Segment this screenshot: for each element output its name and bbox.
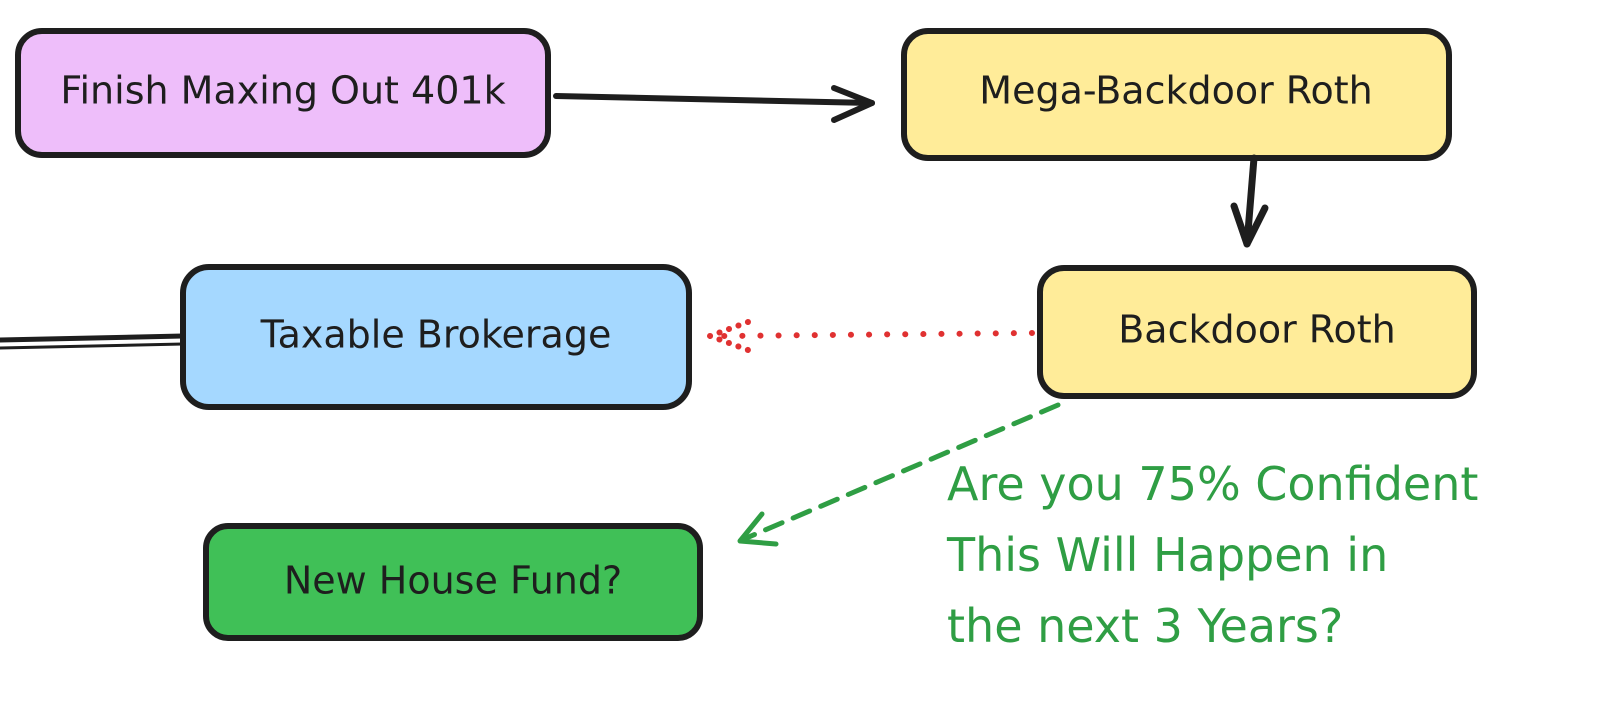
node-finish-401k[interactable]: Finish Maxing Out 401k [15,28,551,158]
dashed-arrow-backdoor-to-house-fund [737,402,1061,547]
node-label: Taxable Brokerage [260,313,612,357]
node-label: New House Fund? [284,559,622,603]
node-label: Finish Maxing Out 401k [60,69,505,113]
note-line-3: the next 3 Years? [947,599,1343,653]
dotted-arrow-backdoor-to-taxable [707,319,1035,353]
note-line-1: Are you 75% Confident [947,457,1478,511]
arrow-mega-backdoor-to-backdoor-roth [1230,154,1269,248]
node-mega-backdoor-roth[interactable]: Mega-Backdoor Roth [901,28,1452,161]
node-label: Backdoor Roth [1118,308,1396,352]
confidence-note: Are you 75% Confident This Will Happen i… [946,457,1478,653]
node-taxable-brokerage[interactable]: Taxable Brokerage [180,264,692,410]
arrow-401k-to-mega-backdoor [553,85,875,123]
note-line-2: This Will Happen in [946,528,1388,582]
incoming-connector-line [0,333,186,350]
node-backdoor-roth[interactable]: Backdoor Roth [1037,265,1477,399]
node-new-house-fund[interactable]: New House Fund? [203,523,703,641]
node-label: Mega-Backdoor Roth [979,69,1372,113]
